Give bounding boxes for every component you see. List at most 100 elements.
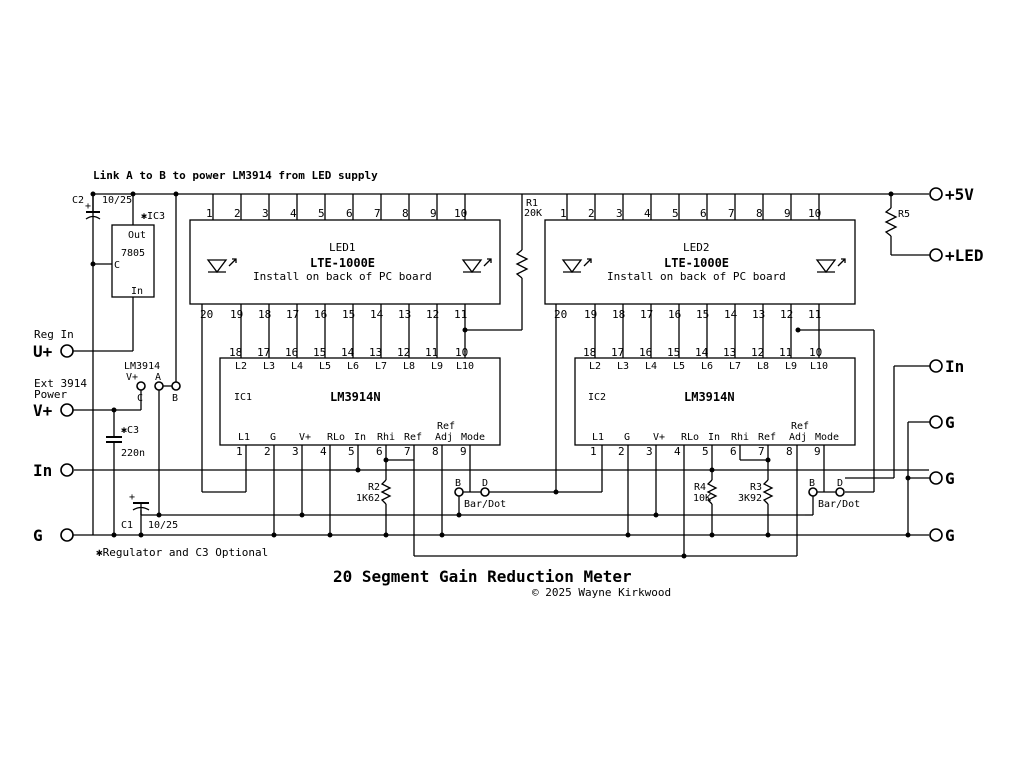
- ic2-label-l8: L8: [757, 361, 769, 372]
- reg-in-label: Reg In: [34, 328, 74, 341]
- led2-pin-20: 20: [554, 308, 567, 321]
- ic2-ref: IC2: [588, 392, 606, 403]
- led2-pin-14: 14: [724, 308, 738, 321]
- ic1-label-l10: L10: [456, 361, 474, 372]
- led2-pin-9: 9: [784, 207, 791, 220]
- u-plus-terminal[interactable]: [60, 344, 74, 358]
- ic2-label-rhi: Rhi: [731, 432, 749, 443]
- ic2-bottom-pin-2: 2: [618, 445, 625, 458]
- g3-terminal[interactable]: [929, 528, 943, 542]
- ic2-mode-d-label: D: [837, 478, 843, 489]
- link-a-pad[interactable]: [154, 381, 164, 391]
- led1-pin-17: 17: [286, 308, 299, 321]
- r1-label: R1: [526, 198, 538, 209]
- ic1-label-l1: L1: [238, 432, 250, 443]
- ic2-bottom-pin-1: 1: [590, 445, 597, 458]
- ic1-top-pin-18: 18: [229, 346, 242, 359]
- led2-pin-6: 6: [700, 207, 707, 220]
- ic1-top-pin-17: 17: [257, 346, 270, 359]
- ic2-bottom-pin-9: 9: [814, 445, 821, 458]
- ic1-label-vplus: V+: [299, 432, 311, 443]
- ic2-bottom-pin-8: 8: [786, 445, 793, 458]
- led2-ref: LED2: [683, 241, 710, 254]
- r3-label: R3: [750, 482, 762, 493]
- link-b-label: B: [172, 393, 178, 404]
- led1-pin-4: 4: [290, 207, 297, 220]
- led1-pin-14: 14: [370, 308, 384, 321]
- led1-diode-left-icon: [206, 258, 237, 274]
- diagram-title: 20 Segment Gain Reduction Meter: [333, 567, 632, 586]
- ic2-bottom-pin-3: 3: [646, 445, 653, 458]
- ic2-bottom-pin-7: 7: [758, 445, 765, 458]
- ic2-label-in: In: [708, 432, 720, 443]
- ic1-mode-d-pad[interactable]: [480, 487, 490, 497]
- g2-label: G: [945, 469, 955, 488]
- link-a-label: A: [155, 372, 161, 383]
- in-left-terminal[interactable]: [60, 463, 74, 477]
- ic1-top-pin-14: 14: [341, 346, 355, 359]
- ic2-bottom-pin-6: 6: [730, 445, 737, 458]
- reg-out-label: Out: [128, 230, 146, 241]
- c1-value: 10/25: [148, 520, 178, 531]
- led2-pin-12: 12: [780, 308, 793, 321]
- ic1-label-l2: L2: [235, 361, 247, 372]
- ic1-part: LM3914N: [330, 390, 381, 404]
- ic1-mode-b-pad[interactable]: [454, 487, 464, 497]
- plus-5v-terminal[interactable]: [929, 187, 943, 201]
- ic1-bottom-pin-8: 8: [432, 445, 439, 458]
- ic2-mode-d-pad[interactable]: [835, 487, 845, 497]
- led2-pin-3: 3: [616, 207, 623, 220]
- c2-value: 10/25: [102, 195, 132, 206]
- led2-note: Install on back of PC board: [607, 270, 786, 283]
- link-c-label: C: [137, 393, 143, 404]
- ic2-top-pin-10: 10: [809, 346, 822, 359]
- link-c-pad[interactable]: [136, 381, 146, 391]
- in-left-label: In: [33, 461, 52, 480]
- led1-part: LTE-1000E: [310, 256, 375, 270]
- plus-led-label: +LED: [945, 246, 984, 265]
- led2-diode-right-icon: [815, 258, 846, 274]
- ic1-bottom-pin-5: 5: [348, 445, 355, 458]
- ic1-label-mode: Mode: [461, 432, 485, 443]
- plus-led-terminal[interactable]: [929, 248, 943, 262]
- ic1-label-ref-top: Ref: [437, 421, 455, 432]
- led1-note: Install on back of PC board: [253, 270, 432, 283]
- led1-pin-2: 2: [234, 207, 241, 220]
- v-plus-label: V+: [33, 401, 53, 420]
- ic2-top-pin-12: 12: [751, 346, 764, 359]
- ic1-label-ref: Ref: [404, 432, 422, 443]
- g2-terminal[interactable]: [929, 471, 943, 485]
- led1-pin-6: 6: [346, 207, 353, 220]
- led2-pin-18: 18: [612, 308, 625, 321]
- u-plus-label: U+: [33, 342, 53, 361]
- ic1-bottom-pin-3: 3: [292, 445, 299, 458]
- g-left-terminal[interactable]: [60, 528, 74, 542]
- ic2-bottom-pin-4: 4: [674, 445, 681, 458]
- led2-bar-graph: 1 2 3 4 5 6 7 8 9 10 LED2 LTE-1000E Inst…: [544, 194, 856, 358]
- g1-terminal[interactable]: [929, 415, 943, 429]
- ic1-label-l8: L8: [403, 361, 415, 372]
- ic1-mode-b-label: B: [455, 478, 461, 489]
- ic2-top-pin-16: 16: [639, 346, 652, 359]
- ic1-label-g: G: [270, 432, 276, 443]
- led1-pin-18: 18: [258, 308, 271, 321]
- led2-pin-1: 1: [560, 207, 567, 220]
- ic2-label-l3: L3: [617, 361, 629, 372]
- ic2-label-ref: Ref: [758, 432, 776, 443]
- in-right-terminal[interactable]: [929, 359, 943, 373]
- ic2-mode-b-pad[interactable]: [808, 487, 818, 497]
- led2-part: LTE-1000E: [664, 256, 729, 270]
- ic1-ref: IC1: [234, 392, 252, 403]
- ic1-bottom-pin-6: 6: [376, 445, 383, 458]
- r4-label: R4: [694, 482, 706, 493]
- led2-pin-8: 8: [756, 207, 763, 220]
- ic1-bottom-pin-7: 7: [404, 445, 411, 458]
- led1-pin-3: 3: [262, 207, 269, 220]
- led1-pin-15: 15: [342, 308, 355, 321]
- ic2-bottom-pin-5: 5: [702, 445, 709, 458]
- v-plus-terminal[interactable]: [60, 403, 74, 417]
- ic2-label-l5: L5: [673, 361, 685, 372]
- link-b-pad[interactable]: [171, 381, 181, 391]
- svg-text:+: +: [129, 492, 135, 503]
